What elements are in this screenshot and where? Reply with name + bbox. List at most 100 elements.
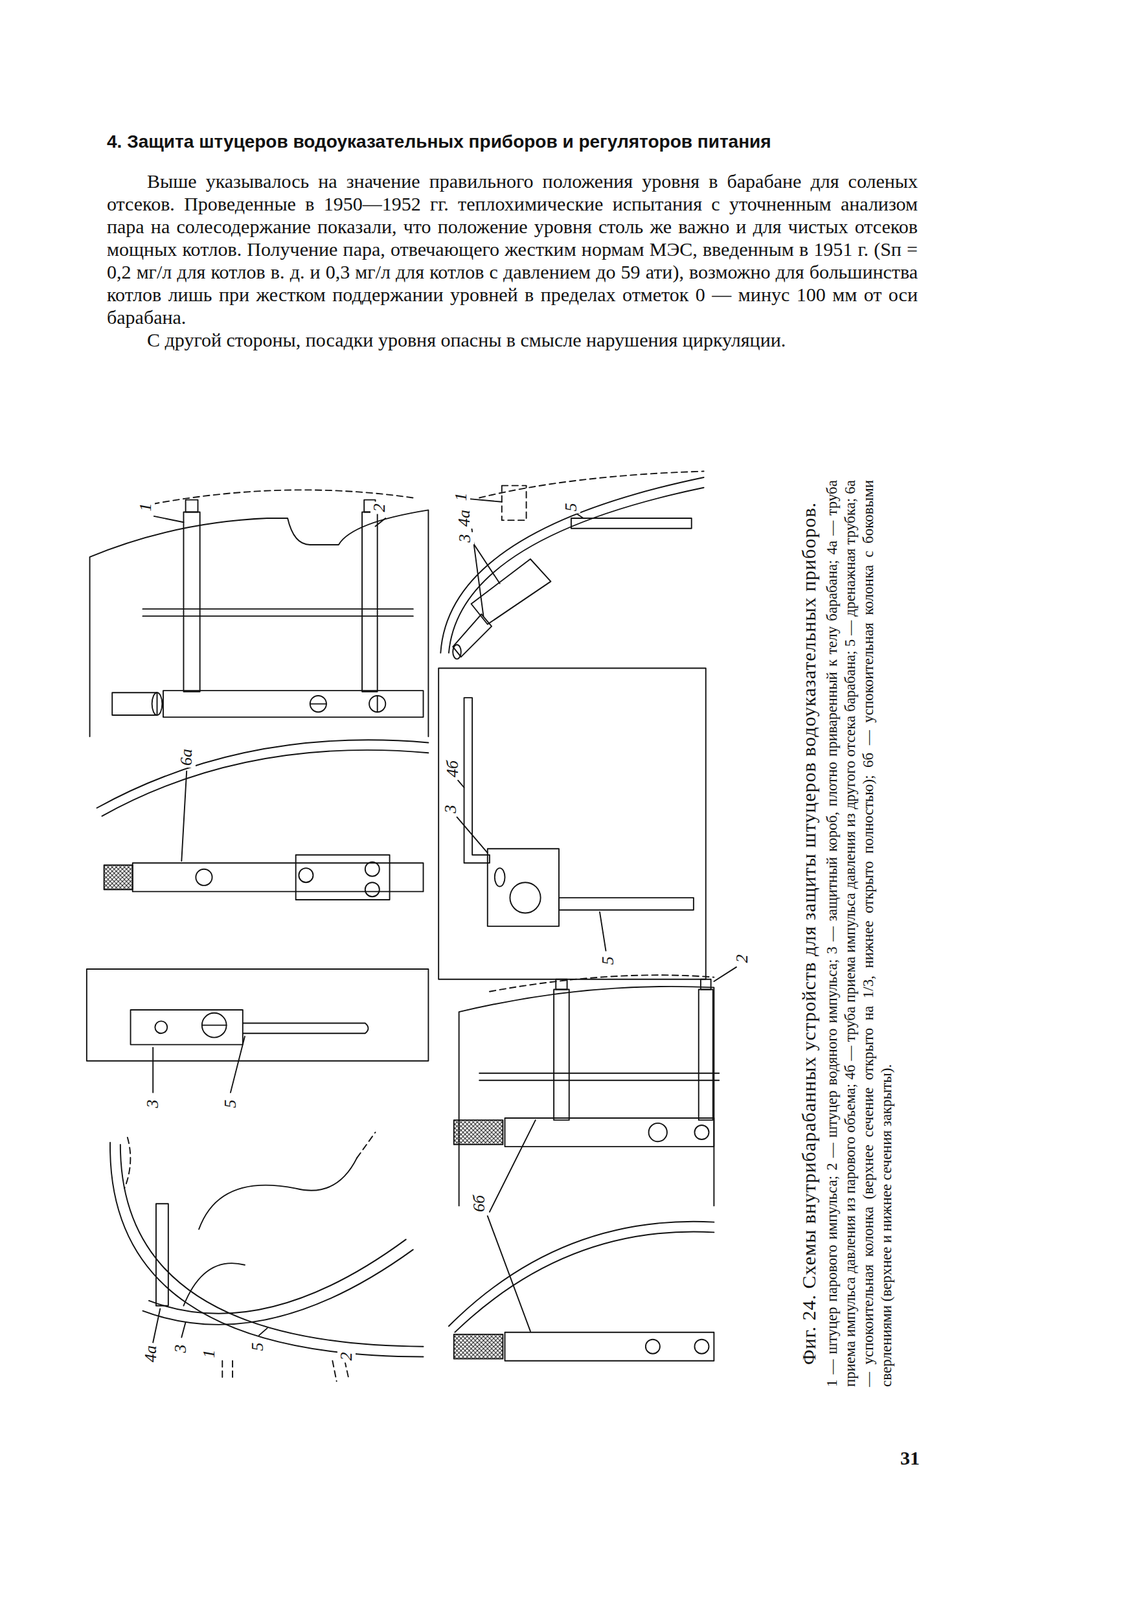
drum-section-f bbox=[221, 1360, 223, 1381]
drum-section-f bbox=[332, 1360, 337, 1381]
callout-number: 5 bbox=[562, 500, 581, 513]
drum-section-c bbox=[365, 882, 380, 897]
drum-section-e bbox=[202, 1012, 227, 1038]
drum-section-a bbox=[90, 489, 429, 737]
drum-section-g bbox=[713, 966, 737, 982]
drum-section-h bbox=[487, 1215, 531, 1331]
callout-number: 1 bbox=[452, 490, 471, 503]
body-paragraph: Выше указывалось на значение правильного… bbox=[106, 169, 918, 329]
drum-section-b bbox=[452, 644, 462, 659]
drum-section-c bbox=[295, 854, 390, 900]
drum-section-d bbox=[494, 867, 506, 887]
callout-number: 5 bbox=[248, 1340, 267, 1353]
drum-section-b bbox=[577, 514, 583, 519]
drum-section-b bbox=[452, 613, 492, 657]
callout-number: 1 bbox=[136, 500, 155, 513]
drum-section-g bbox=[505, 1117, 715, 1147]
drum-section-d bbox=[457, 816, 488, 853]
drum-section-a bbox=[185, 500, 199, 513]
drum-section-g bbox=[479, 1072, 719, 1074]
callout-number: 2 bbox=[337, 1350, 356, 1363]
drum-section-a bbox=[90, 509, 429, 737]
callout-number: 1 bbox=[200, 1347, 219, 1360]
drum-section-e bbox=[86, 968, 429, 1093]
drum-section-e bbox=[152, 1047, 154, 1092]
drum-section-a bbox=[310, 695, 327, 712]
drum-section-b bbox=[501, 485, 527, 521]
drum-section-a bbox=[362, 512, 378, 692]
drum-section-b bbox=[479, 471, 704, 499]
drum-section-e bbox=[130, 1009, 243, 1045]
drum-section-g bbox=[648, 1123, 668, 1142]
drum-section-b bbox=[468, 498, 502, 502]
drum-section-f bbox=[142, 1249, 413, 1325]
drum-section-g bbox=[454, 966, 737, 1206]
drum-section-c bbox=[181, 771, 187, 862]
drum-section-g bbox=[459, 986, 715, 1206]
drum-section-f bbox=[198, 1157, 357, 1229]
drum-section-a bbox=[375, 518, 387, 527]
callout-number: 4б bbox=[443, 758, 462, 780]
drum-section-c bbox=[298, 867, 313, 883]
drum-section-f bbox=[110, 1132, 424, 1381]
drum-section-e bbox=[86, 968, 429, 1061]
drum-section-c bbox=[104, 864, 133, 890]
drum-section-d bbox=[509, 882, 541, 913]
drum-section-c bbox=[101, 750, 429, 817]
callout-number: 4а bbox=[455, 507, 474, 529]
drum-section-f bbox=[344, 1360, 349, 1379]
drum-section-c bbox=[365, 862, 380, 877]
drum-section-a bbox=[142, 608, 413, 610]
drum-section-f bbox=[181, 1321, 186, 1338]
drum-section-b bbox=[571, 518, 692, 529]
drum-section-d bbox=[558, 897, 694, 910]
callout-number: 5 bbox=[599, 954, 618, 967]
callout-number: 3 bbox=[143, 1097, 162, 1110]
drum-section-g bbox=[454, 1119, 504, 1145]
callout-number: 3 bbox=[171, 1341, 190, 1355]
drum-section-f bbox=[124, 1137, 131, 1189]
drum-section-e bbox=[202, 1024, 227, 1026]
drum-section-d bbox=[438, 667, 706, 979]
drum-section-a bbox=[112, 692, 157, 716]
drum-section-f bbox=[156, 1203, 169, 1306]
callout-number: 4а bbox=[141, 1343, 160, 1364]
drum-section-b bbox=[448, 487, 705, 653]
figure-caption: Фиг. 24. Схемы внутрибарабанных устройст… bbox=[797, 479, 821, 1387]
drum-section-g bbox=[489, 974, 714, 991]
caption-legend: 1 — штуцер парового импульса; 2 — штуцер… bbox=[823, 479, 896, 1387]
drum-section-f bbox=[356, 1132, 375, 1158]
drum-section-f bbox=[231, 1360, 234, 1381]
drum-section-h bbox=[505, 1332, 715, 1361]
drum-section-g bbox=[700, 979, 712, 990]
drum-section-a bbox=[142, 615, 413, 617]
drum-section-e bbox=[242, 1023, 369, 1034]
drum-section-g bbox=[553, 989, 570, 1121]
section-title: 4. Защита штуцеров водоуказательных приб… bbox=[106, 130, 918, 153]
drum-section-d bbox=[599, 911, 606, 951]
callout-number: 3 bbox=[455, 532, 475, 545]
callout-number: 6б bbox=[470, 1193, 489, 1214]
drum-section-b bbox=[440, 471, 704, 660]
drum-section-f bbox=[120, 1144, 424, 1347]
drum-section-h bbox=[645, 1339, 660, 1354]
drum-section-g bbox=[698, 989, 714, 1121]
drum-section-a bbox=[310, 703, 327, 705]
body-paragraph: С другой стороны, посадки уровня опасны … bbox=[106, 328, 918, 352]
drum-section-h bbox=[489, 1119, 536, 1212]
drum-section-g bbox=[555, 979, 567, 990]
drum-section-g bbox=[479, 1079, 719, 1081]
drum-section-a bbox=[183, 512, 200, 692]
drum-section-a bbox=[369, 695, 386, 712]
drum-section-d bbox=[464, 697, 490, 863]
drum-section-d bbox=[457, 780, 464, 788]
drum-section-c bbox=[97, 739, 429, 900]
drum-section-h bbox=[694, 1339, 709, 1354]
drum-section-g bbox=[694, 1125, 709, 1140]
drum-section-h bbox=[454, 1334, 504, 1359]
drum-section-h bbox=[448, 1221, 714, 1326]
callout-number: 2 bbox=[370, 501, 389, 515]
drum-section-h bbox=[448, 1119, 714, 1361]
drum-section-f bbox=[110, 1142, 424, 1357]
page-number: 31 bbox=[900, 1448, 920, 1468]
